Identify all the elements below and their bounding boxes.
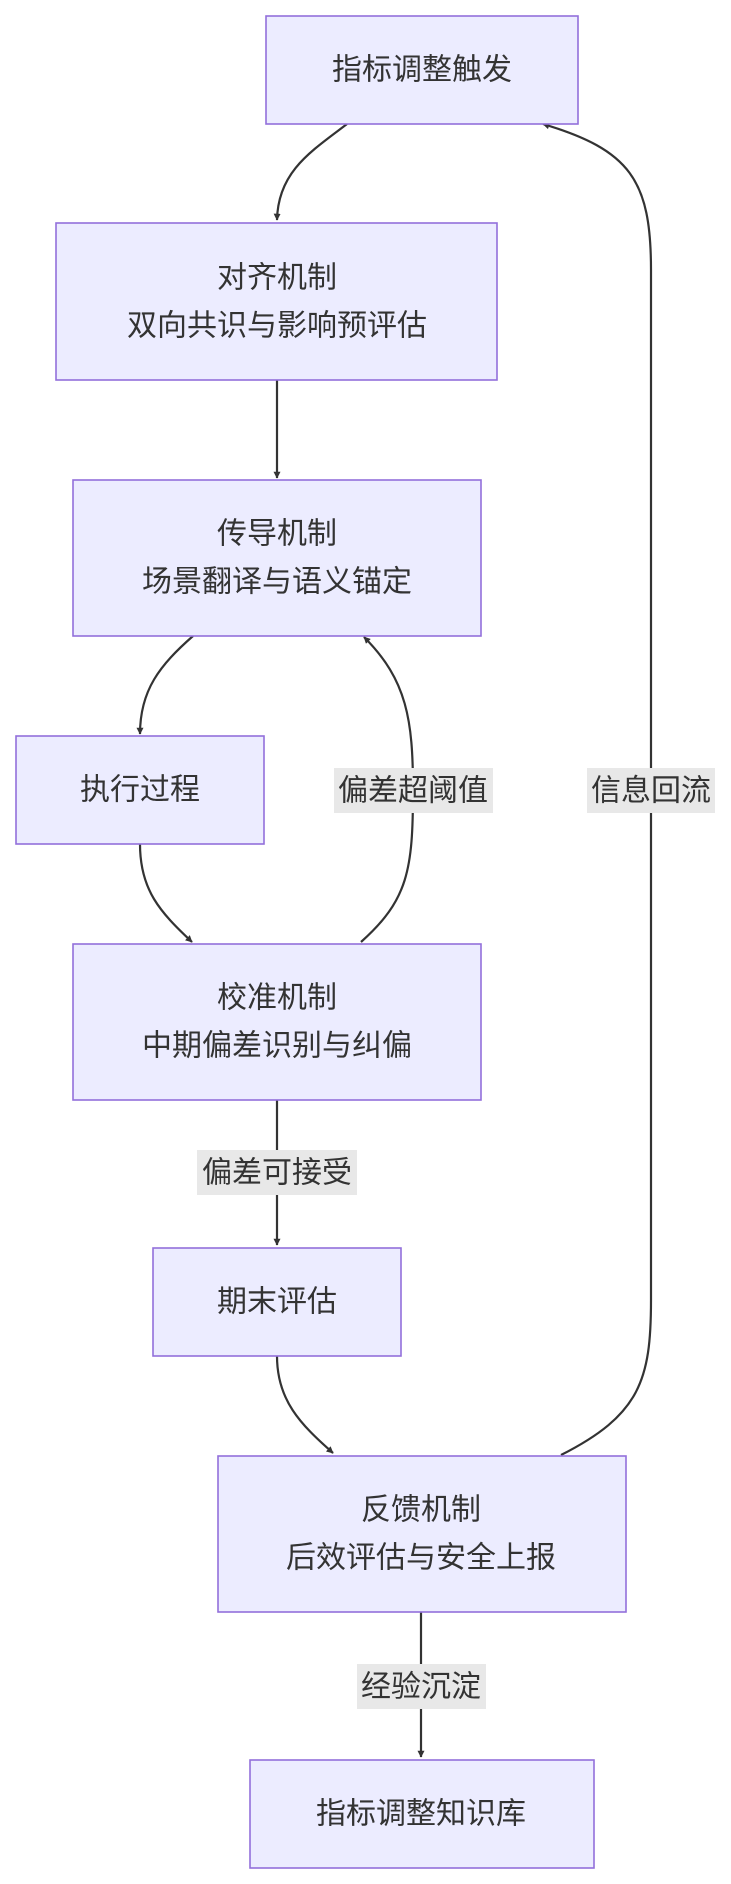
label-deviation-over: 偏差超阈值 xyxy=(334,768,493,813)
edge-execution-to-calibration xyxy=(138,843,193,943)
node-feedback-line-2: 后效评估与安全上报 xyxy=(286,1541,556,1576)
node-calibration-line-2: 中期偏差识别与纠偏 xyxy=(142,1029,412,1064)
label-deviation-ok-text: 偏差可接受 xyxy=(202,1156,352,1191)
node-final-eval: 期末评估 xyxy=(152,1247,402,1357)
label-experience-text: 经验沉淀 xyxy=(361,1670,481,1705)
node-knowledge-base-line-1: 指标调整知识库 xyxy=(316,1797,526,1832)
node-alignment-line-1: 对齐机制 xyxy=(217,261,337,296)
node-calibration-line-1: 校准机制 xyxy=(217,981,337,1016)
node-feedback: 反馈机制 后效评估与安全上报 xyxy=(217,1455,627,1613)
label-info-return: 信息回流 xyxy=(587,768,715,813)
node-knowledge-base: 指标调整知识库 xyxy=(249,1759,595,1869)
edge-trigger-to-alignment xyxy=(273,123,348,221)
node-final-eval-line-1: 期末评估 xyxy=(217,1285,337,1320)
node-transmission-line-1: 传导机制 xyxy=(217,517,337,552)
edge-final-eval-to-feedback xyxy=(275,1355,334,1454)
node-calibration: 校准机制 中期偏差识别与纠偏 xyxy=(72,943,482,1101)
node-feedback-line-1: 反馈机制 xyxy=(361,1493,481,1528)
label-deviation-ok: 偏差可接受 xyxy=(197,1150,357,1195)
node-trigger: 指标调整触发 xyxy=(265,15,579,125)
node-transmission-line-2: 场景翻译与语义锚定 xyxy=(142,565,412,600)
edge-labels: 偏差超阈值 偏差可接受 经验沉淀 信息回流 xyxy=(197,768,715,1709)
nodes: 指标调整触发 对齐机制 双向共识与影响预评估 传导机制 场景翻译与语义锚定 执行… xyxy=(15,15,627,1869)
node-execution-line-1: 执行过程 xyxy=(80,773,200,808)
node-transmission: 传导机制 场景翻译与语义锚定 xyxy=(72,479,482,637)
node-alignment: 对齐机制 双向共识与影响预评估 xyxy=(55,222,498,381)
label-experience: 经验沉淀 xyxy=(357,1664,486,1709)
label-deviation-over-text: 偏差超阈值 xyxy=(338,774,488,809)
label-info-return-text: 信息回流 xyxy=(591,774,711,809)
node-trigger-line-1: 指标调整触发 xyxy=(332,53,512,88)
edge-transmission-to-execution xyxy=(136,635,194,735)
node-execution: 执行过程 xyxy=(15,735,265,845)
node-alignment-line-2: 双向共识与影响预评估 xyxy=(127,309,427,344)
